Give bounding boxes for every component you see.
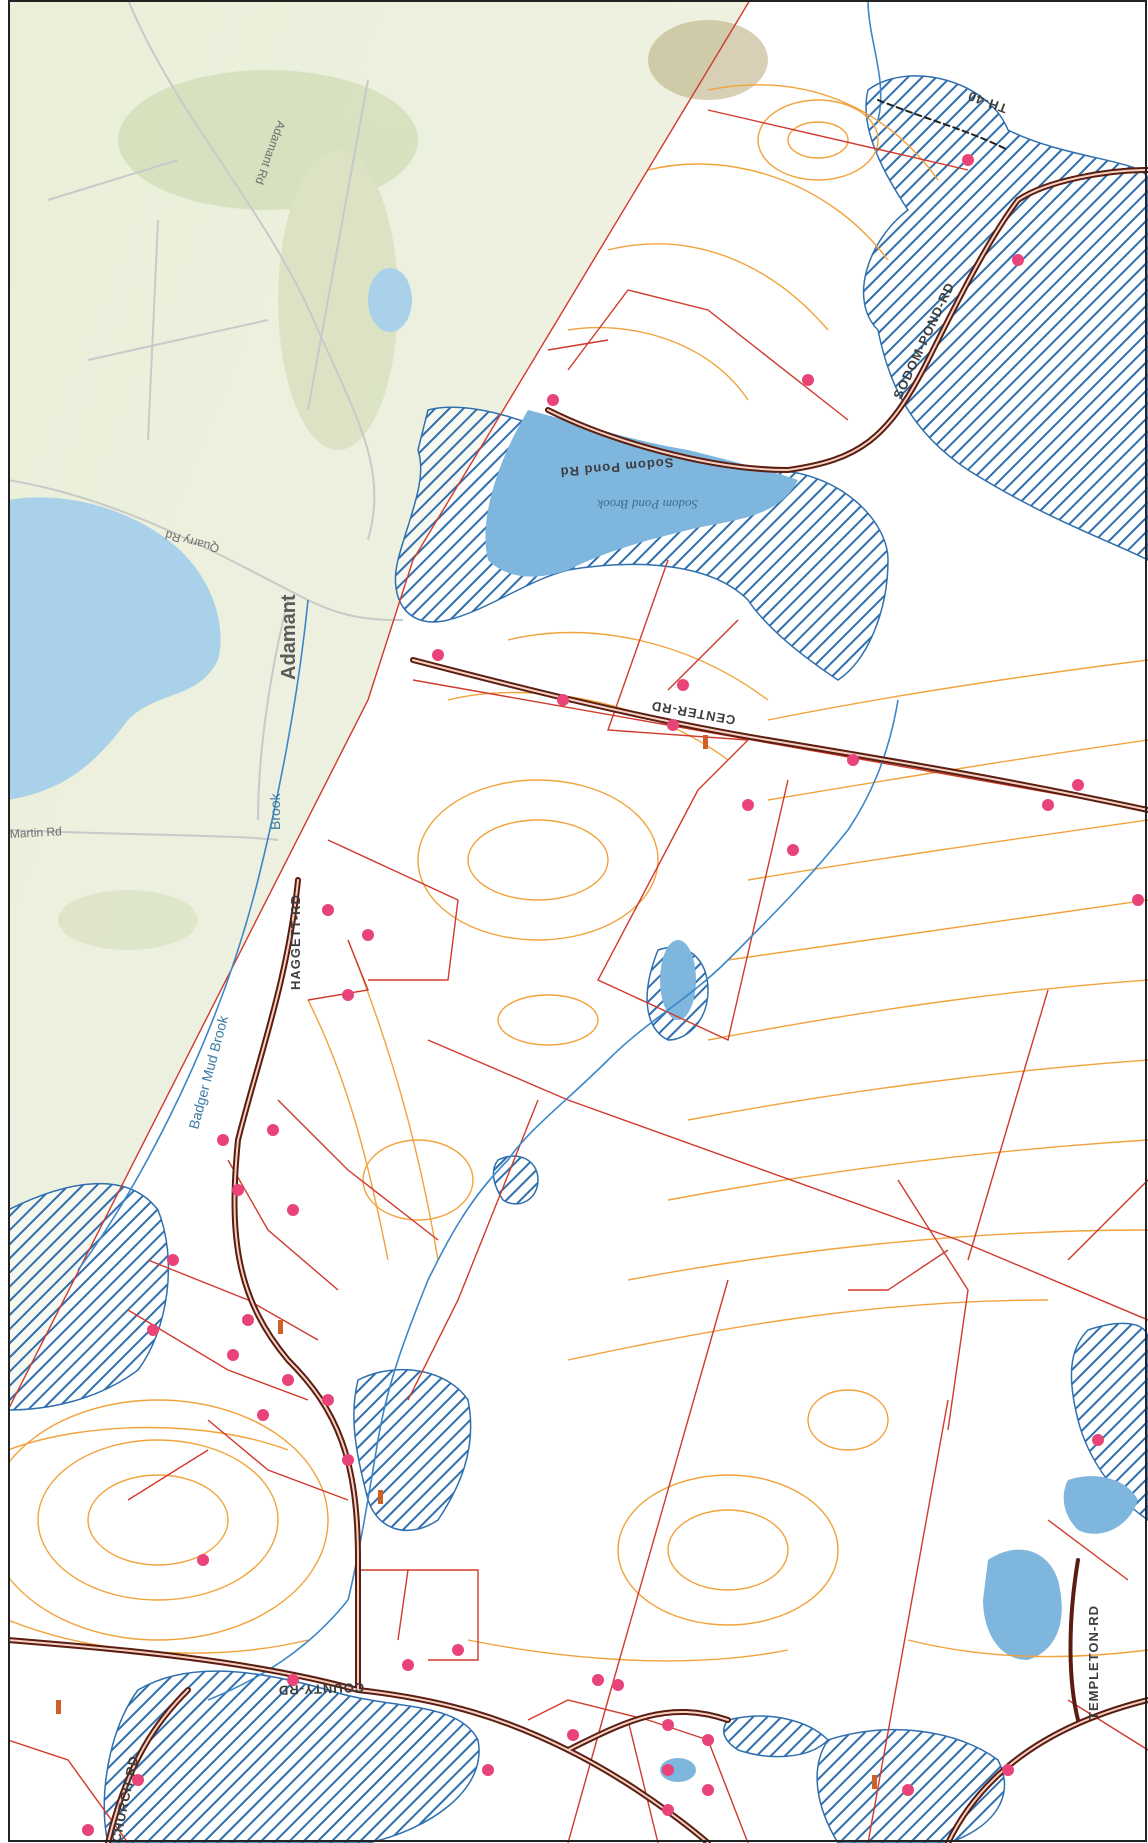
basemap-roads [8, 0, 404, 841]
small-pond [368, 268, 412, 332]
adamant-lake [8, 497, 221, 800]
stream-label-brook: Brook [267, 792, 283, 830]
buildings [56, 735, 877, 1789]
map-border [8, 0, 1147, 1842]
roads [8, 99, 1148, 1843]
road-label-county-rd: COUNTY-RD [278, 1680, 365, 1698]
road-label-templeton-rd: TEMPLETON-RD [1086, 1605, 1101, 1720]
place-label-adamant: Adamant [278, 594, 300, 680]
map-frame[interactable]: Adamant Sodom Pond Brook Brook Badger Mu… [8, 0, 1148, 1843]
open-water [485, 410, 1138, 1782]
road-label-hagget-rd: HAGGETT-RD [288, 894, 303, 990]
streams [77, 0, 899, 1701]
structure-points [82, 154, 1144, 1836]
map-canvas[interactable]: Adamant Sodom Pond Brook Brook Badger Mu… [8, 0, 1148, 1843]
hillshade-terrain [58, 20, 768, 950]
water-label-sodom-pond-brook: Sodom Pond Brook [597, 497, 698, 512]
parcel-boundaries [8, 0, 1148, 1843]
base-label-martin-rd: Martin Rd [9, 824, 62, 841]
